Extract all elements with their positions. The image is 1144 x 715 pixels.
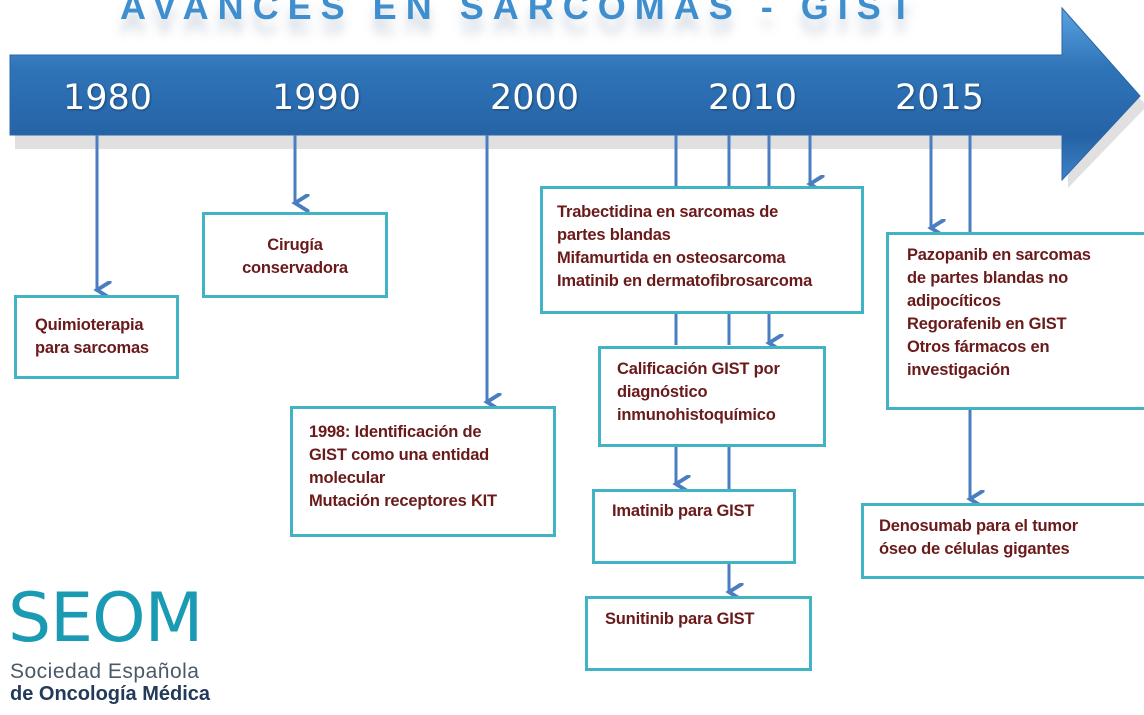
year-label: 1980	[63, 78, 153, 118]
box-line: Mutación receptores KIT	[309, 492, 497, 510]
box-sunitinib-gist: Sunitinib para GIST	[585, 596, 812, 671]
year-label: 2000	[490, 78, 580, 118]
box-line: Quimioterapia	[35, 316, 144, 334]
box-line: para sarcomas	[35, 339, 149, 357]
box-line: Imatinib para GIST	[612, 502, 755, 520]
box-pazopanib: Pazopanib en sarcomas de partes blandas …	[886, 232, 1144, 410]
box-denosumab: Denosumab para el tumor óseo de células …	[861, 503, 1144, 579]
box-line: inmunohistoquímico	[617, 406, 776, 424]
box-line: Trabectidina en sarcomas de	[557, 203, 779, 221]
box-line: Mifamurtida en osteosarcoma	[557, 249, 786, 267]
diagram-title: AVANCES EN SARCOMAS - GIST	[120, 0, 921, 27]
logo-mark: SEOM	[8, 579, 203, 658]
box-line: diagnóstico	[617, 383, 708, 401]
box-line: partes blandas	[557, 226, 671, 244]
box-line: Sunitinib para GIST	[605, 610, 755, 628]
year-label: 2015	[895, 78, 985, 118]
connector-lines	[97, 135, 970, 592]
year-label: 1990	[272, 78, 362, 118]
box-line: de partes blandas no	[907, 269, 1069, 287]
box-line: investigación	[907, 361, 1010, 379]
box-line: Cirugía	[267, 236, 323, 254]
box-line: Regorafenib en GIST	[907, 315, 1067, 333]
box-line: conservadora	[242, 259, 348, 277]
box-line: GIST como una entidad	[309, 446, 490, 464]
box-line: Imatinib en dermatofibrosarcoma	[557, 272, 813, 290]
timeline-arrow	[9, 6, 1141, 182]
logo-subtitle-bold: de Oncología Médica	[10, 683, 211, 705]
box-imatinib-gist: Imatinib para GIST	[592, 489, 796, 564]
box-line: Pazopanib en sarcomas	[907, 246, 1091, 264]
box-line: adipocíticos	[907, 292, 1001, 310]
logo-subtitle: Sociedad Española	[10, 660, 200, 683]
box-gist-1998: 1998: Identificación de GIST como una en…	[290, 406, 556, 537]
seom-logo: SEOM Sociedad Española de Oncología Médi…	[6, 582, 232, 715]
box-trabectidina: Trabectidina en sarcomas de partes bland…	[540, 186, 864, 314]
box-line: Denosumab para el tumor	[879, 517, 1078, 535]
box-line: Calificación GIST por	[617, 360, 780, 378]
year-label: 2010	[708, 78, 798, 118]
box-line: 1998: Identificación de	[309, 423, 482, 441]
box-line: Otros fármacos en	[907, 338, 1050, 356]
box-quimioterapia: Quimioterapia para sarcomas	[14, 295, 179, 379]
box-calificacion: Calificación GIST por diagnóstico inmuno…	[598, 346, 826, 447]
box-line: óseo de células gigantes	[879, 540, 1070, 558]
box-cirugia: Cirugía conservadora	[202, 212, 388, 298]
box-line: molecular	[309, 469, 386, 487]
